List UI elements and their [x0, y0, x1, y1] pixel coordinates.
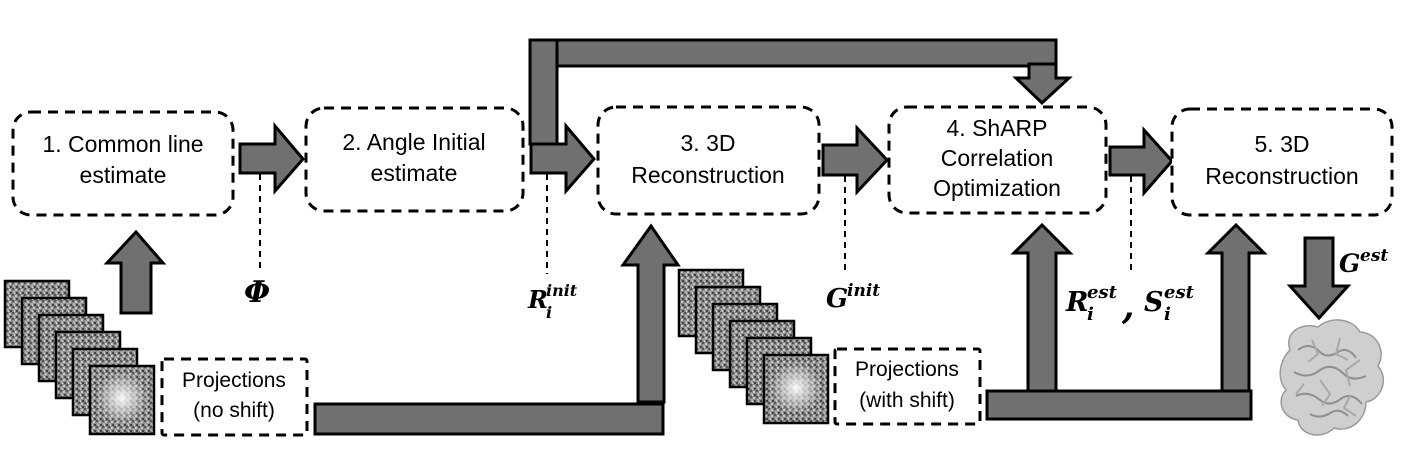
projection-stack-no-shift-icon [3, 279, 156, 436]
svg-text:,: , [1121, 285, 1135, 327]
step-4-line-3: Optimization [933, 175, 1061, 201]
step-2-line-1: 2. Angle Initial [342, 129, 485, 155]
label-phi: Φ [244, 275, 270, 310]
arrow-up-to-step3 [620, 223, 681, 404]
projections-no-shift-line-2: (no shift) [193, 399, 275, 422]
label-r-init: R init i [527, 281, 578, 322]
svg-text:i: i [546, 303, 552, 322]
projections-no-shift-box: Projections (no shift) [160, 357, 309, 437]
projections-with-shift-line-1: Projections [855, 358, 959, 381]
reconstructed-volume-icon [1279, 319, 1384, 436]
arrow-1-to-2 [238, 121, 305, 195]
step-5-line-1: 5. 3D [1255, 131, 1310, 157]
bottom-bar-right [985, 389, 1253, 421]
projection-stack-with-shift-icon [677, 268, 830, 425]
projections-with-shift-box: Projections (with shift) [833, 347, 982, 426]
step-5-box: 5. 3D Reconstruction [1170, 107, 1394, 217]
label-g-init: G init [826, 281, 880, 314]
svg-text:G: G [826, 284, 848, 314]
bottom-bar-left [313, 402, 665, 436]
step-4-line-1: 4. ShARP [947, 115, 1048, 141]
svg-text:est: est [1360, 246, 1388, 266]
svg-text:est: est [1087, 282, 1118, 303]
svg-text:init: init [546, 281, 578, 300]
step-4-box: 4. ShARP Correlation Optimization [887, 105, 1108, 215]
step-1-box: 1. Common line estimate [11, 110, 235, 217]
arrow-up-to-step4 [1010, 222, 1074, 393]
label-g-est: G est [1339, 246, 1388, 278]
svg-text:S: S [1144, 287, 1164, 318]
step-2-line-2: estimate [371, 160, 458, 186]
arrow-output-gest [1286, 236, 1352, 321]
feedback-left-leg [528, 38, 559, 146]
step-2-box: 2. Angle Initial estimate [304, 106, 525, 213]
feedback-top-bar [528, 38, 1058, 68]
step-5-line-2: Reconstruction [1205, 163, 1358, 189]
arrow-up-to-step5 [1204, 222, 1268, 393]
svg-text:R: R [1065, 287, 1088, 318]
arrow-4-to-5 [1108, 126, 1175, 197]
label-r-s-est: R est i , S est i [1065, 282, 1195, 327]
svg-text:i: i [1164, 304, 1171, 325]
step-3-line-1: 3. 3D [681, 130, 736, 156]
feedback-down-arrow [1012, 62, 1073, 106]
svg-text:i: i [1087, 304, 1094, 325]
svg-text:G: G [1339, 249, 1360, 278]
step-1-line-2: estimate [80, 162, 167, 188]
projections-no-shift-line-1: Projections [182, 369, 286, 392]
arrow-3-to-4 [821, 124, 890, 196]
step-4-line-2: Correlation [941, 145, 1054, 171]
arrow-projections-to-step1 [103, 229, 167, 315]
svg-text:est: est [1164, 282, 1195, 303]
svg-text:init: init [847, 281, 880, 301]
arrow-2-to-3 [529, 121, 596, 195]
projections-with-shift-line-2: (with shift) [859, 389, 955, 412]
step-1-line-1: 1. Common line [42, 131, 203, 157]
step-3-box: 3. 3D Reconstruction [596, 105, 821, 216]
step-3-line-2: Reconstruction [631, 162, 784, 188]
svg-text:R: R [527, 285, 548, 314]
